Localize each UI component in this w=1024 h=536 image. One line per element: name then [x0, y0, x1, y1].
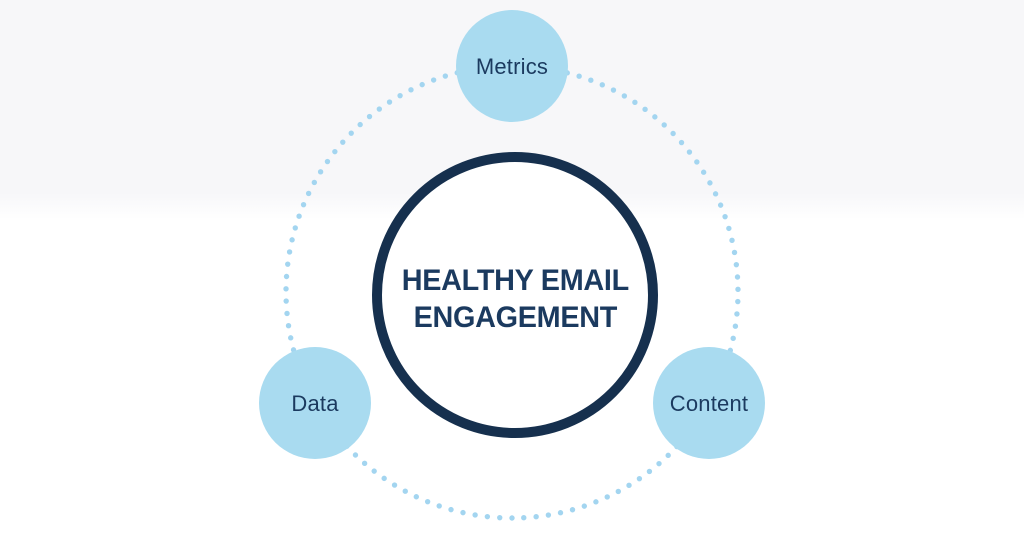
- center-circle: HEALTHY EMAIL ENGAGEMENT: [372, 152, 658, 438]
- center-title: HEALTHY EMAIL ENGAGEMENT: [401, 262, 628, 336]
- node-data-label: Data: [291, 391, 339, 416]
- center-title-line1: HEALTHY EMAIL: [401, 264, 629, 297]
- dotted-circle-path: [283, 63, 741, 521]
- node-content-label: Content: [669, 391, 749, 416]
- node-content: Content: [653, 347, 765, 459]
- center-title-line2: ENGAGEMENT: [413, 301, 617, 334]
- node-metrics-label: Metrics: [475, 54, 549, 79]
- node-metrics: Metrics: [456, 10, 568, 122]
- node-data: Data: [259, 347, 371, 459]
